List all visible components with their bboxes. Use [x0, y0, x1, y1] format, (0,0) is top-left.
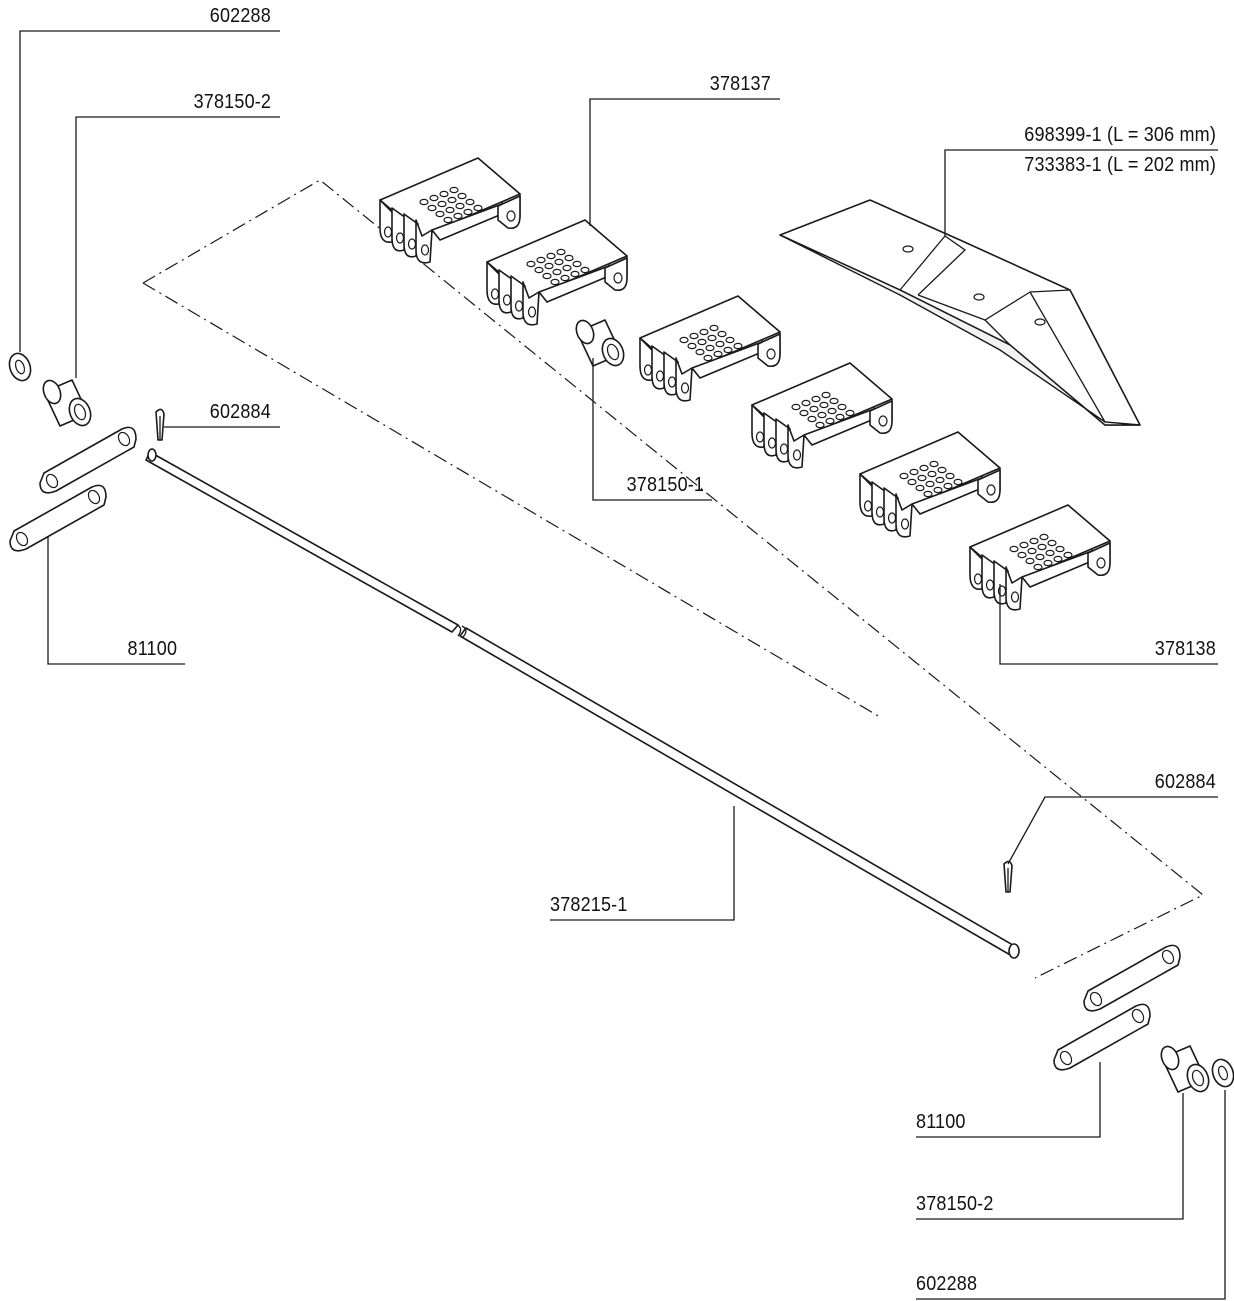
callout-washer-bottom: 602288 [916, 1273, 978, 1295]
plate-left-lower [9, 484, 107, 552]
chain-link-2 [486, 219, 628, 326]
callout-spacer-bottom: 378150-2 [916, 1193, 994, 1215]
callout-spacer-top: 378150-2 [193, 91, 271, 113]
chain-link-5 [859, 431, 1001, 538]
washer-bottom-right [1208, 1055, 1234, 1091]
callout-link-top: 378137 [709, 73, 771, 95]
callout-ramp-long: 698399-1 (L = 306 mm) [1024, 124, 1216, 146]
callout-plates-left: 81100 [127, 638, 177, 660]
callout-plates-right: 81100 [916, 1111, 966, 1133]
plate-right-upper [1083, 944, 1181, 1012]
callout-cotter-right: 602884 [1154, 771, 1216, 793]
ramp-pad [779, 199, 1141, 426]
washer-top-left [5, 349, 35, 385]
cotter-right [1003, 860, 1013, 893]
chain-link-3 [639, 295, 781, 402]
spacer-bottom-right [1157, 1043, 1214, 1096]
spacer-top-left [39, 377, 96, 430]
cotter-left [155, 408, 165, 441]
callout-link-bottom: 378138 [1154, 638, 1216, 660]
assembly-axis-outline [142, 179, 1205, 979]
rod [145, 448, 1020, 959]
callout-spacer-mid: 378150-1 [626, 474, 704, 496]
callout-washer-top: 602288 [209, 5, 271, 27]
callout-rod: 378215-1 [550, 894, 628, 916]
plate-right-lower [1053, 1003, 1151, 1071]
chain-link-6 [969, 504, 1111, 611]
chain-link-4 [751, 362, 893, 469]
assembly-axis-lower [142, 282, 881, 718]
chain-link-1 [379, 157, 521, 264]
callout-cotter-left: 602884 [209, 401, 271, 423]
leader-lines [19, 30, 1226, 1300]
callout-ramp-short: 733383-1 (L = 202 mm) [1024, 154, 1216, 176]
spacer-middle [572, 317, 629, 370]
plate-left-upper [39, 426, 137, 494]
